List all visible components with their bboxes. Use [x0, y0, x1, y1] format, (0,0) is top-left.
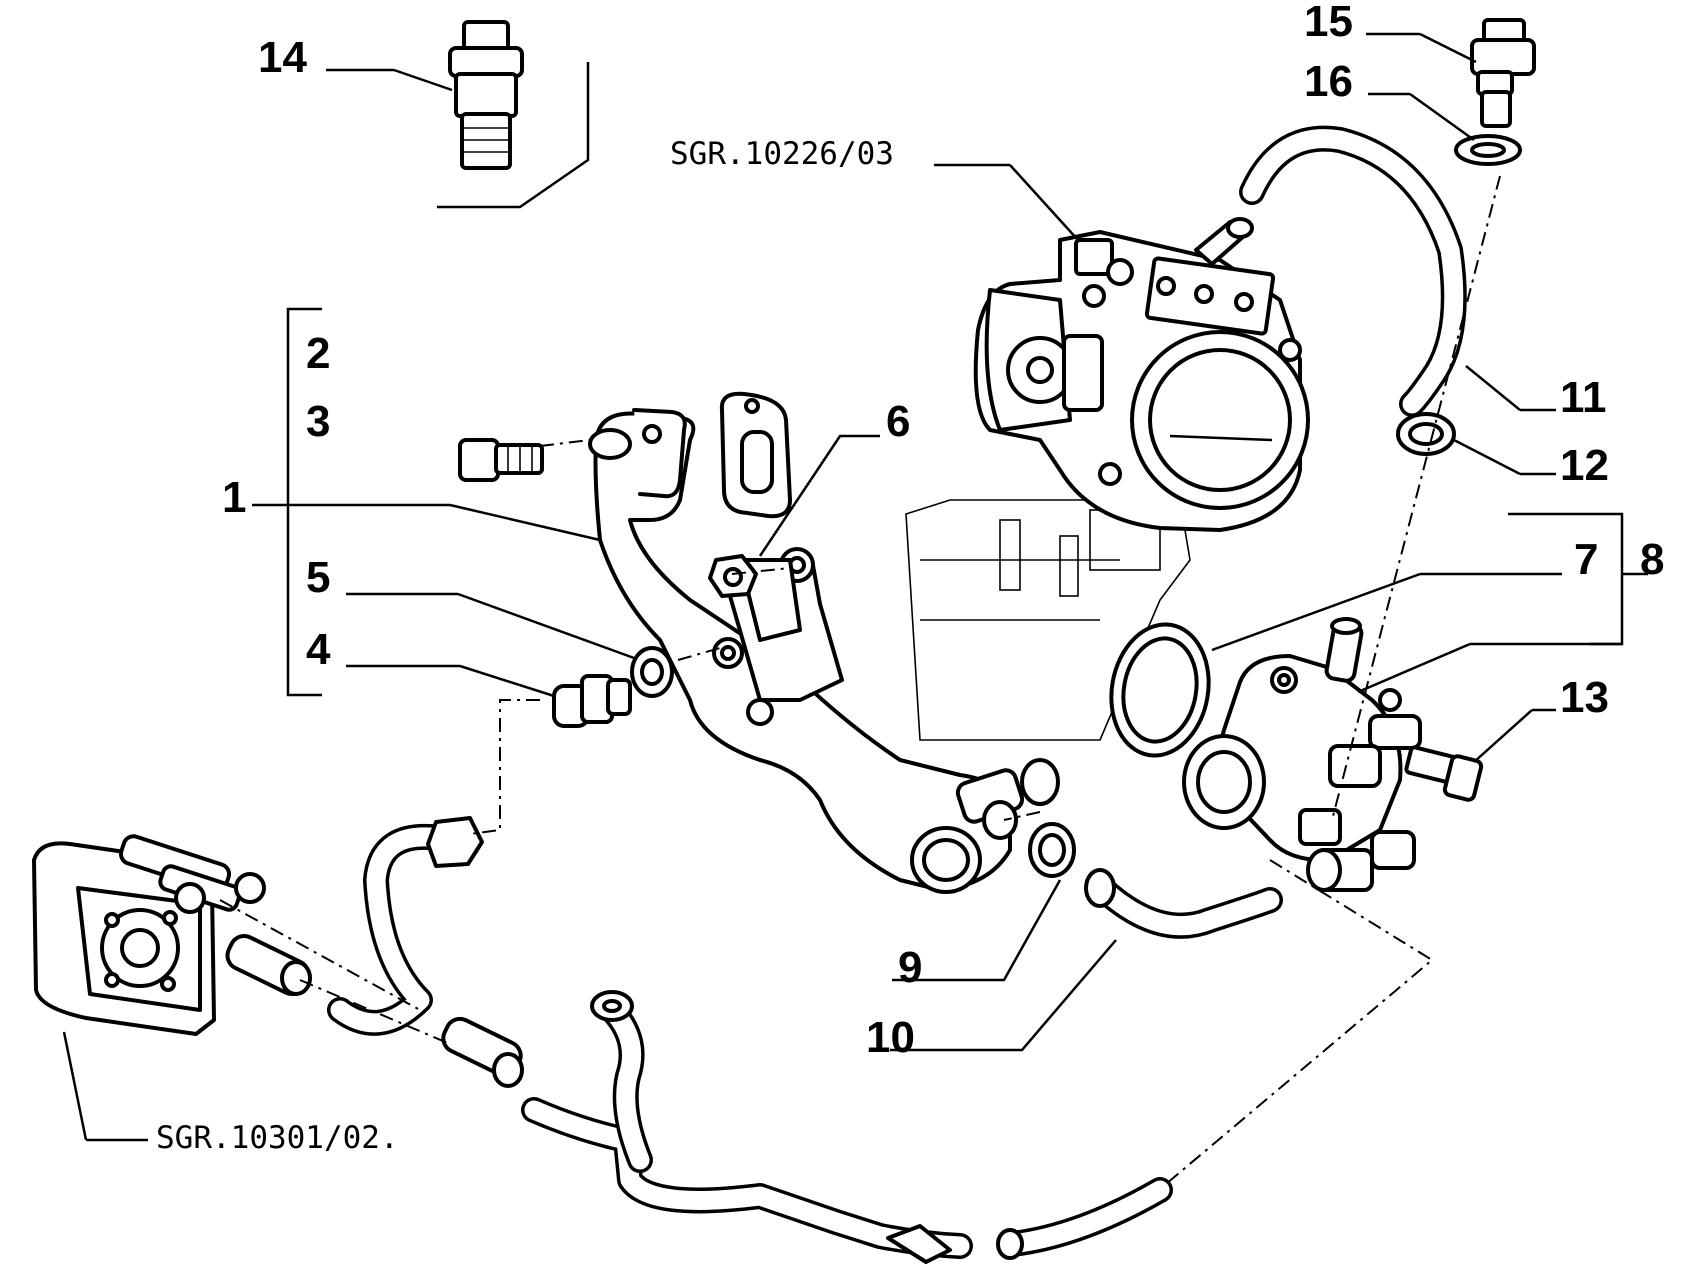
callout-11: 11: [1560, 373, 1607, 422]
callout-7: 7: [1574, 535, 1598, 584]
part-14-temperature-switch: [326, 20, 590, 209]
part-2-gasket: [719, 391, 792, 519]
callout-6: 6: [886, 397, 910, 446]
callout-12: 12: [1560, 441, 1609, 490]
part-4-union-fitting: [346, 664, 632, 728]
part-12-hose-clamp: [1396, 412, 1556, 476]
throttle-body-reference: SGR.10226/03: [670, 136, 894, 172]
assembly-center-lines: [219, 175, 1501, 1185]
callout-13: 13: [1560, 673, 1609, 722]
callout-14: 14: [258, 33, 307, 82]
callout-15: 15: [1304, 0, 1353, 46]
part-5-washer: [346, 592, 674, 698]
oil-cooler-pipe: [225, 816, 1173, 1264]
part-8-thermostat-housing: [1182, 512, 1648, 892]
callout-labels: 14 15 16 2 3 1 5 4 6 11 12 7 8 13 9 10: [222, 0, 1664, 1062]
part-15-temperature-sender: [1366, 18, 1536, 128]
part-13-bolt: [1404, 708, 1556, 802]
oil-cooler-assembly: [32, 834, 266, 1142]
part-11-hose: [1239, 125, 1556, 417]
callout-16: 16: [1304, 57, 1353, 106]
oil-cooler-reference: SGR.10301/02.: [156, 1120, 399, 1156]
part-1-coolant-pipe: [252, 408, 1060, 894]
callout-1: 1: [222, 473, 246, 522]
callout-8: 8: [1640, 535, 1664, 584]
callout-3: 3: [306, 397, 330, 446]
part-10-hose: [890, 868, 1283, 1052]
throttle-body-assembly: [934, 163, 1310, 532]
part-9-hose-clamp: [892, 822, 1076, 982]
callout-2: 2: [306, 329, 330, 378]
callout-4: 4: [306, 625, 331, 674]
callout-9: 9: [898, 943, 922, 992]
callout-5: 5: [306, 553, 330, 602]
engine-block-outline: [905, 499, 1191, 741]
part-3-bolt: [458, 438, 544, 482]
part-7-o-ring: [1109, 572, 1562, 758]
group-1-bracket: [286, 307, 322, 697]
part-16-washer: [1368, 92, 1522, 166]
callout-10: 10: [866, 1013, 915, 1062]
part-6-nut: [708, 434, 880, 598]
